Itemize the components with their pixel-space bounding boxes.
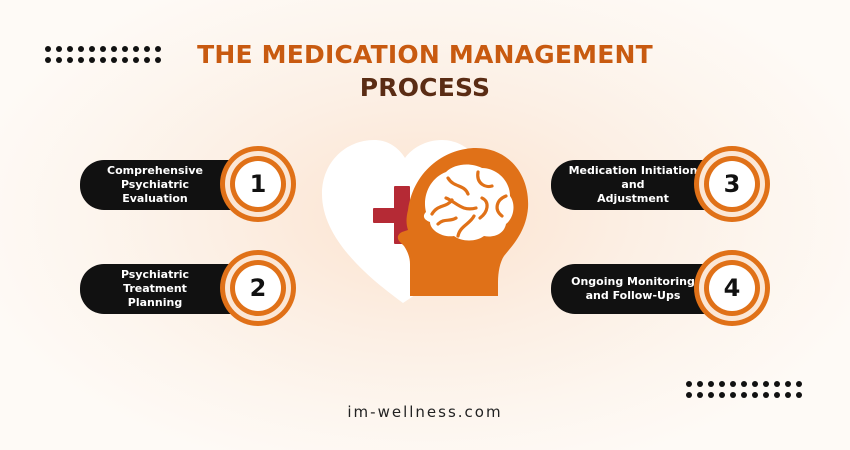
step-2-number-badge: 2 — [220, 250, 296, 326]
step-3-line-1: Medication Initiation and — [568, 164, 698, 191]
step-3-number-badge: 3 — [694, 146, 770, 222]
mental-health-illustration — [322, 140, 529, 303]
step-3-number: 3 — [709, 161, 755, 207]
step-2-line-2: Planning — [127, 296, 183, 309]
step-4-number: 4 — [709, 265, 755, 311]
step-2-line-1: Psychiatric Treatment — [120, 268, 190, 295]
step-2-number: 2 — [235, 265, 281, 311]
step-1-line-2: Psychiatric Evaluation — [120, 178, 190, 205]
step-4-number-badge: 4 — [694, 250, 770, 326]
step-4-line-1: Ongoing Monitoring — [571, 275, 695, 288]
title-line-1: THE MEDICATION MANAGEMENT — [197, 40, 653, 69]
step-1-number-badge: 1 — [220, 146, 296, 222]
brain-icon — [423, 164, 514, 241]
step-3-line-2: Adjustment — [597, 192, 669, 205]
decorative-dots-bottom-right — [686, 381, 802, 398]
step-1-line-1: Comprehensive — [107, 164, 203, 177]
step-1-number: 1 — [235, 161, 281, 207]
step-4-line-2: and Follow-Ups — [585, 289, 681, 302]
decorative-dots-top-left — [45, 46, 161, 63]
page-title: THE MEDICATION MANAGEMENT PROCESS — [0, 38, 850, 104]
title-line-2: PROCESS — [359, 73, 491, 102]
website-footer: im-wellness.com — [347, 403, 503, 421]
